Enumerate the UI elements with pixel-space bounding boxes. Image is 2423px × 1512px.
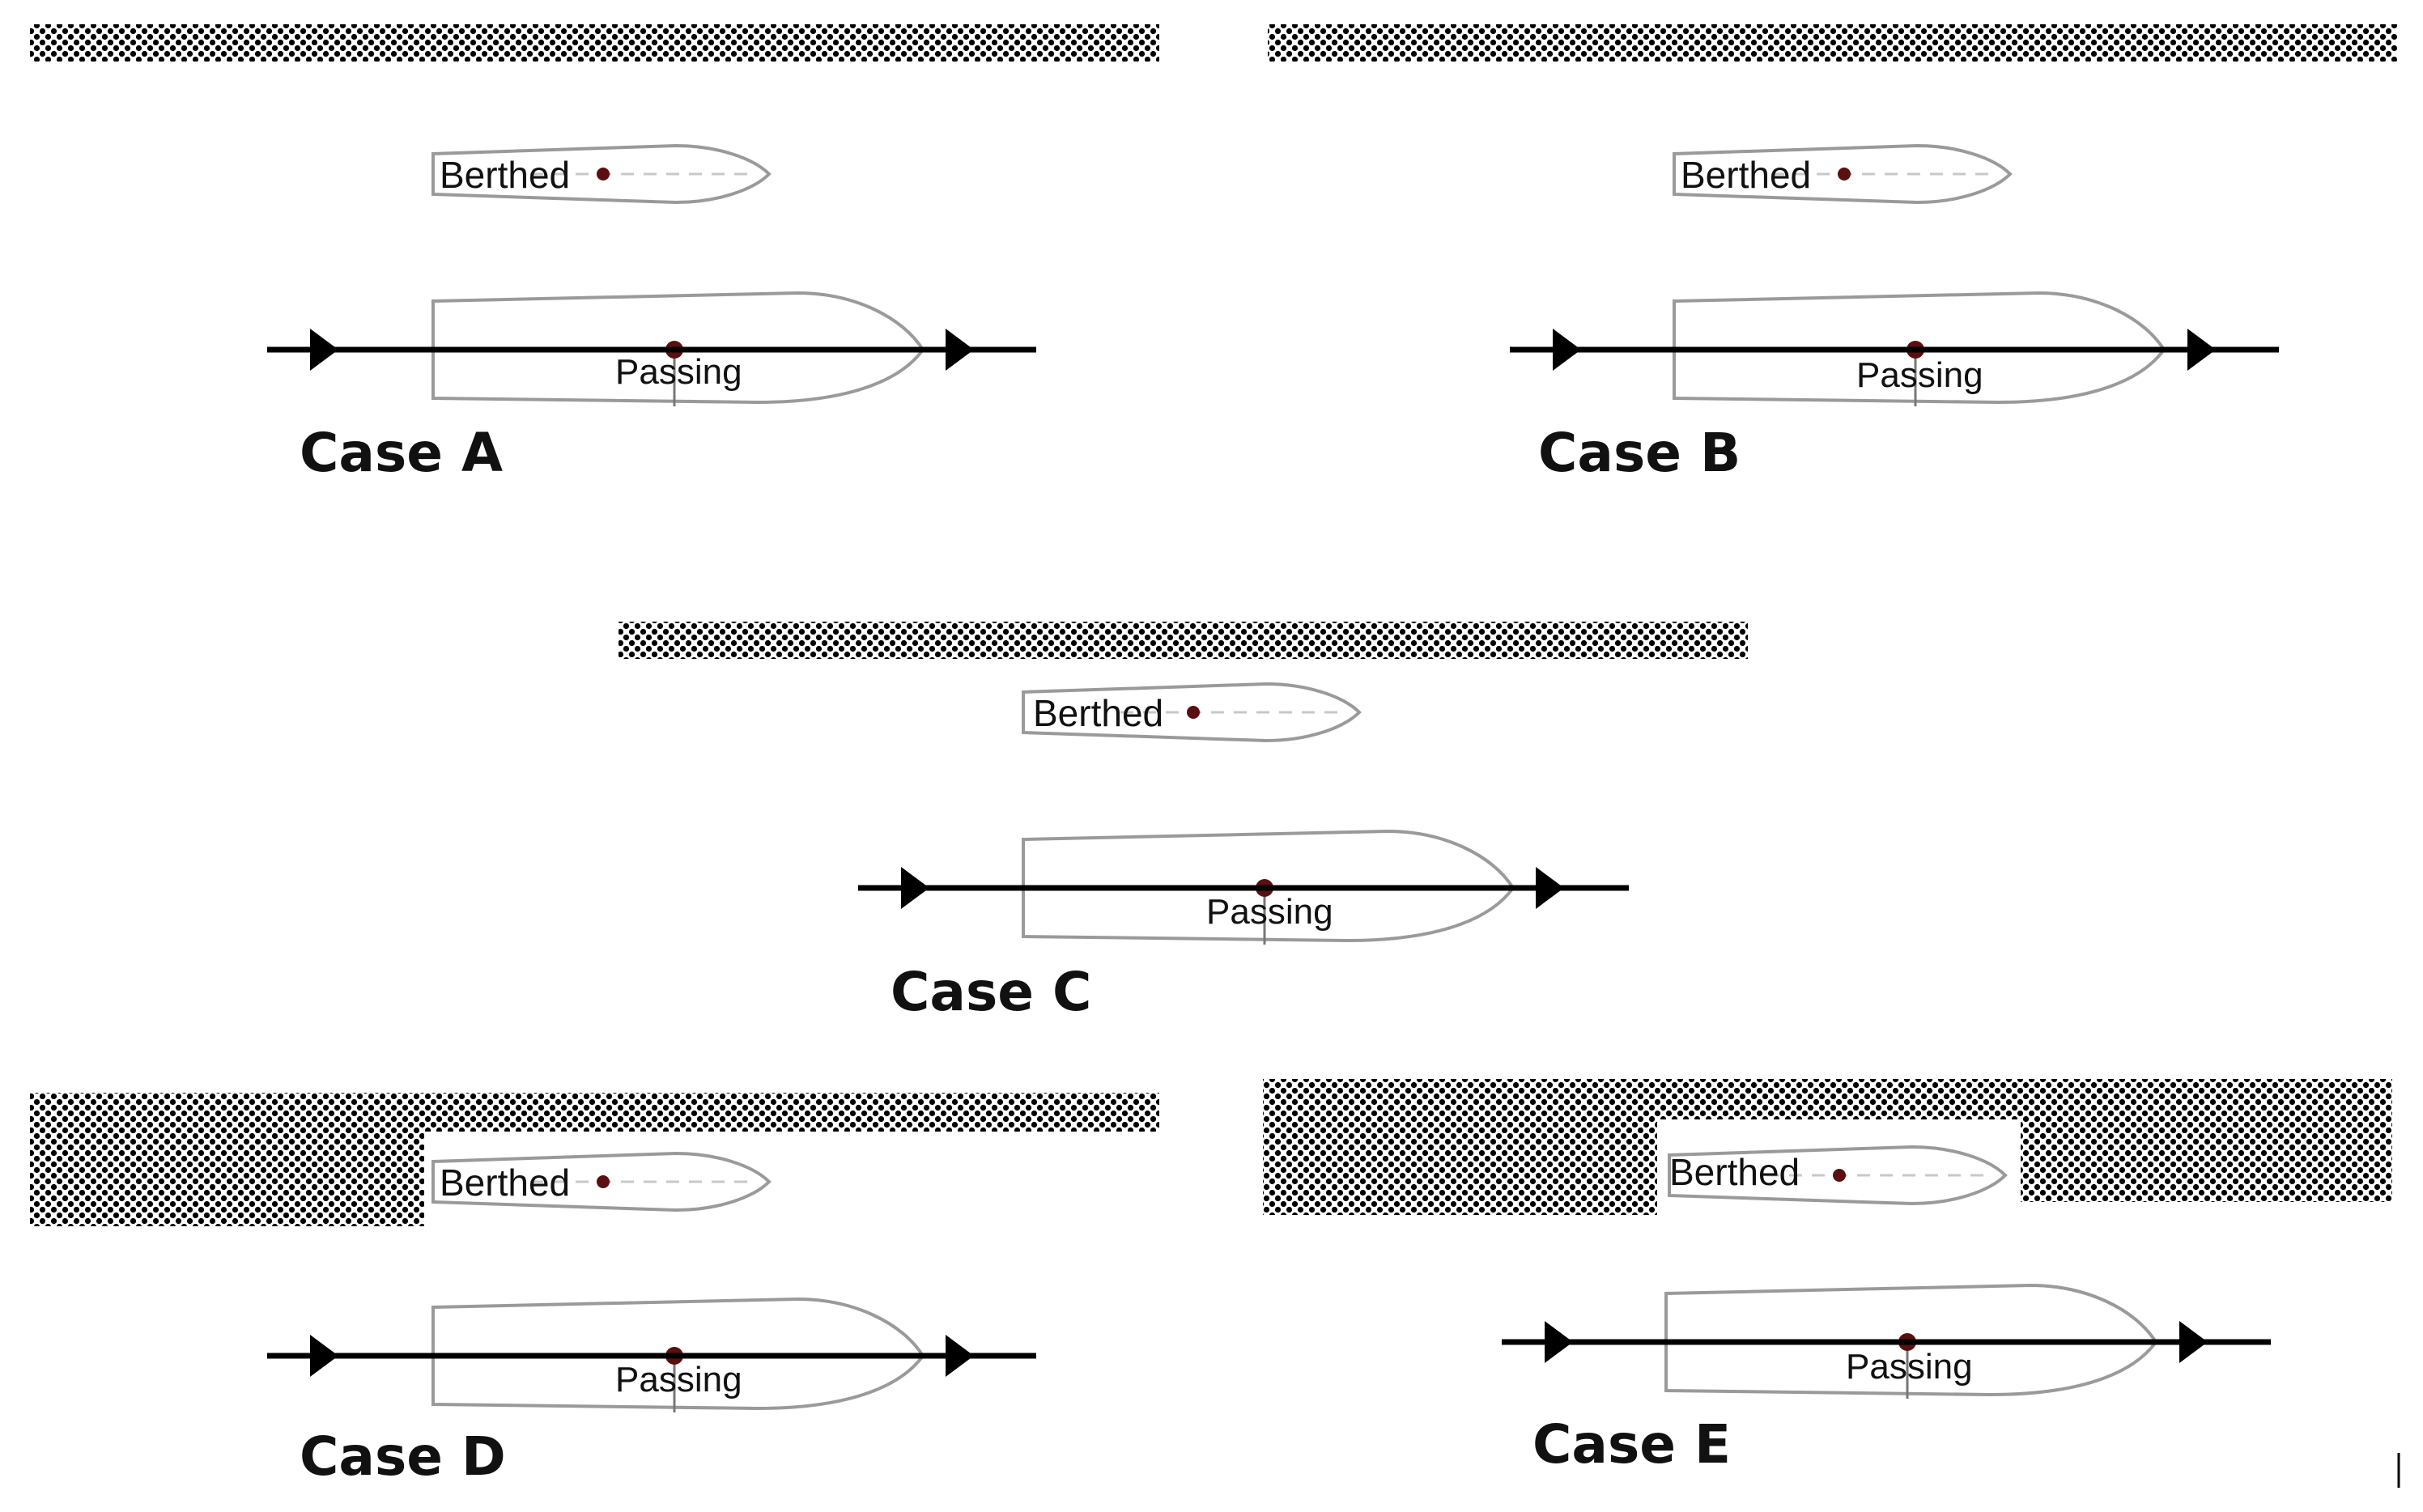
berthed-label: Berthed: [1669, 1151, 1800, 1193]
passing-label: Passing: [1856, 355, 1983, 395]
berthed-label: Berthed: [440, 154, 570, 196]
case-e-panel: Berthed Passing Case E: [1263, 1079, 2392, 1476]
track-arrow-icon: [901, 867, 929, 909]
passing-ship: Passing: [1510, 291, 2279, 408]
case-d-panel: Berthed Passing Case D: [30, 1093, 1159, 1488]
case-b-panel: Berthed Passing Case B: [1268, 24, 2397, 484]
quay-wall: [1263, 1079, 2392, 1119]
track-arrow-icon: [2179, 1321, 2208, 1363]
case-label: Case D: [300, 1425, 506, 1488]
track-arrow-icon: [946, 1335, 974, 1377]
track-arrow-icon: [2187, 329, 2216, 371]
track-arrow-icon: [946, 329, 974, 371]
passing-label: Passing: [615, 1360, 742, 1399]
passing-ship: Passing: [267, 291, 1036, 408]
case-label: Case A: [300, 422, 503, 484]
case-label: Case E: [1532, 1413, 1731, 1476]
case-c-panel: Berthed Passing Case C: [619, 622, 1748, 1023]
passing-label: Passing: [1846, 1347, 1973, 1387]
berth-pocket-wall: [2021, 1119, 2392, 1202]
track-arrow-icon: [310, 1335, 338, 1377]
track-arrow-icon: [1545, 1321, 1573, 1363]
berth-pocket-wall: [30, 1132, 424, 1226]
quay-wall: [619, 622, 1748, 659]
berthed-label: Berthed: [1681, 154, 1811, 196]
berthed-ship: Berthed: [1022, 682, 1361, 742]
passing-ship: Passing: [858, 830, 1629, 946]
berthed-ship: Berthed: [1668, 1145, 2007, 1205]
berthed-ship: Berthed: [431, 1152, 771, 1212]
berthed-ship: Berthed: [431, 144, 771, 204]
berthed-label: Berthed: [440, 1162, 570, 1204]
track-arrow-icon: [310, 329, 338, 371]
berthed-label: Berthed: [1033, 692, 1163, 734]
quay-wall: [1268, 24, 2397, 62]
case-a-panel: Berthed Passing Case A: [30, 24, 1159, 484]
passing-ship: Passing: [1502, 1284, 2271, 1400]
quay-wall: [30, 24, 1159, 62]
passing-ship: Passing: [267, 1298, 1036, 1414]
track-arrow-icon: [1553, 329, 1581, 371]
passing-label: Passing: [1206, 892, 1333, 932]
berth-pocket-wall: [1263, 1119, 1657, 1215]
passing-label: Passing: [615, 352, 742, 392]
track-arrow-icon: [1536, 867, 1564, 909]
quay-wall: [30, 1093, 1159, 1132]
berthed-ship: Berthed: [1673, 144, 2012, 204]
case-label: Case C: [891, 961, 1091, 1023]
case-label: Case B: [1538, 422, 1741, 484]
